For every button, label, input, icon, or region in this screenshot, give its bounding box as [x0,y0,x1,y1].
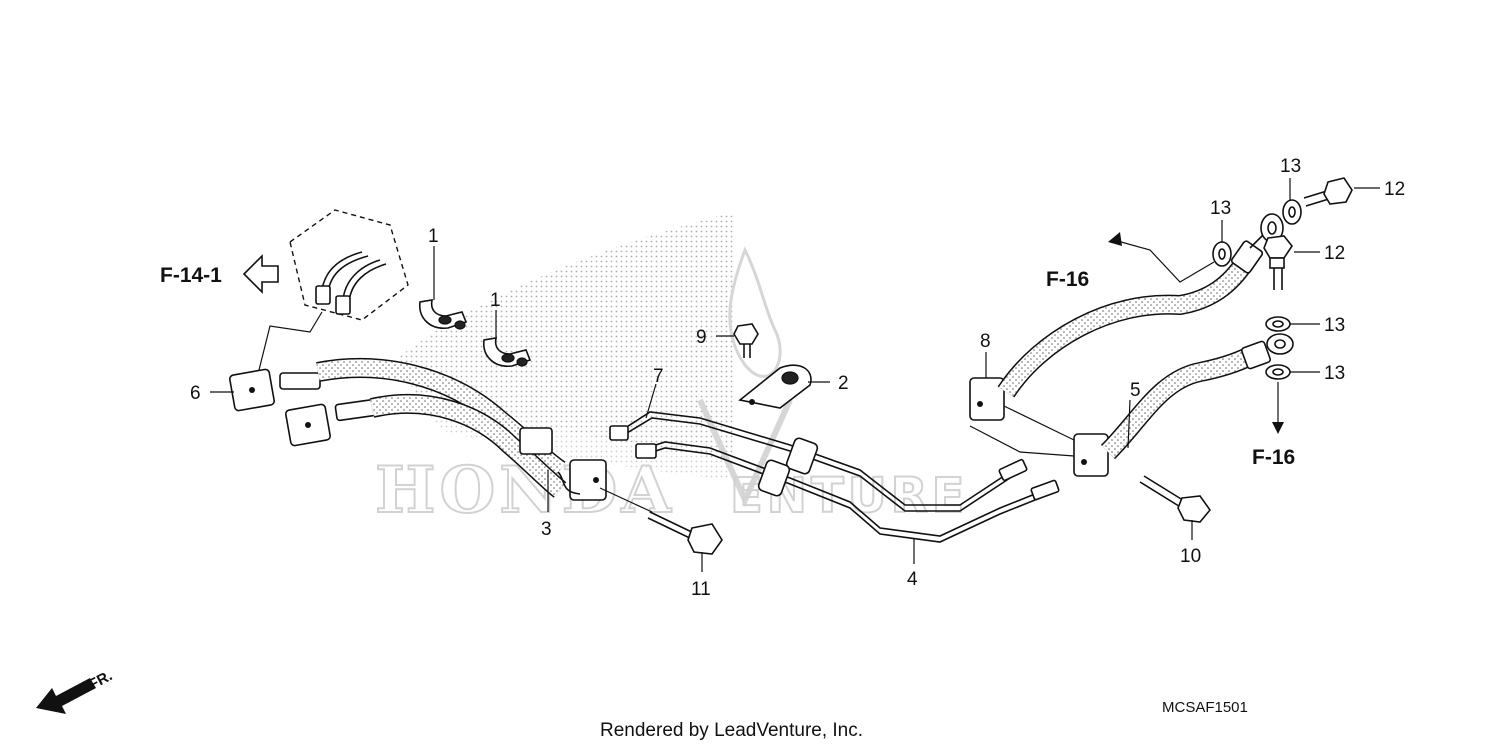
lower-right-hose[interactable] [1100,333,1294,460]
part-6-hose-block[interactable] [229,368,378,447]
diagram-code: MCSAF1501 [1162,699,1248,716]
callout-4[interactable]: 4 [907,569,918,590]
reference-f-16-lower[interactable]: F-16 [1252,446,1295,469]
flame-logo-watermark [697,246,793,508]
part-8-block[interactable] [969,377,1005,421]
part-12-bolt-a[interactable] [1303,177,1353,207]
part-13-washer-a[interactable] [1212,241,1232,267]
callout-13-c[interactable]: 13 [1324,315,1345,336]
callout-8[interactable]: 8 [980,331,991,352]
callout-13-a[interactable]: 13 [1210,198,1231,219]
part-4-pipe[interactable] [635,441,1060,543]
wing-logo-watermark [395,212,735,480]
part-13-washer-c[interactable] [1265,316,1291,332]
part-5-block[interactable] [1073,433,1109,477]
callout-3[interactable]: 3 [541,519,552,540]
part-9-bolt[interactable] [733,323,759,358]
hollow-left-arrow-icon [242,254,279,294]
part-11-bolt[interactable] [647,511,723,555]
detail-view-hexagon [289,209,409,321]
callout-12-upper[interactable]: 12 [1384,179,1405,200]
part-1-clamp-a[interactable] [419,299,468,330]
reference-f-16-upper[interactable]: F-16 [1046,268,1089,291]
callout-6[interactable]: 6 [190,383,201,404]
part-2-clamp[interactable] [738,364,812,409]
callout-2[interactable]: 2 [838,373,849,394]
upper-right-hose[interactable] [997,213,1284,398]
callout-1-upper[interactable]: 1 [428,226,439,247]
part-3-joint[interactable] [519,427,607,501]
part-1-clamp-b[interactable] [483,337,532,367]
part-13-washer-d[interactable] [1265,364,1291,380]
front-direction-indicator: FR. [36,667,115,714]
reference-f-14-1[interactable]: F-14-1 [160,264,222,287]
leader-lines [210,178,1380,572]
footer-credit: Rendered by LeadVenture, Inc. [600,720,863,741]
callout-13-d[interactable]: 13 [1324,363,1345,384]
callout-5[interactable]: 5 [1130,380,1141,401]
callout-1-lower[interactable]: 1 [490,290,501,311]
front-direction-arrow-icon [36,678,96,714]
part-10-bolt[interactable] [1139,475,1212,523]
part-13-washer-b[interactable] [1282,199,1302,225]
callout-13-b[interactable]: 13 [1280,156,1301,177]
pipe-grommets [757,437,819,497]
callout-10[interactable]: 10 [1180,546,1201,567]
callout-7[interactable]: 7 [653,366,664,387]
callout-12-lower[interactable]: 12 [1324,243,1345,264]
callout-9[interactable]: 9 [696,327,707,348]
callout-11[interactable]: 11 [691,579,711,600]
part-12-bolt-b[interactable] [1263,235,1293,290]
part-7-pipe[interactable] [609,411,1028,512]
